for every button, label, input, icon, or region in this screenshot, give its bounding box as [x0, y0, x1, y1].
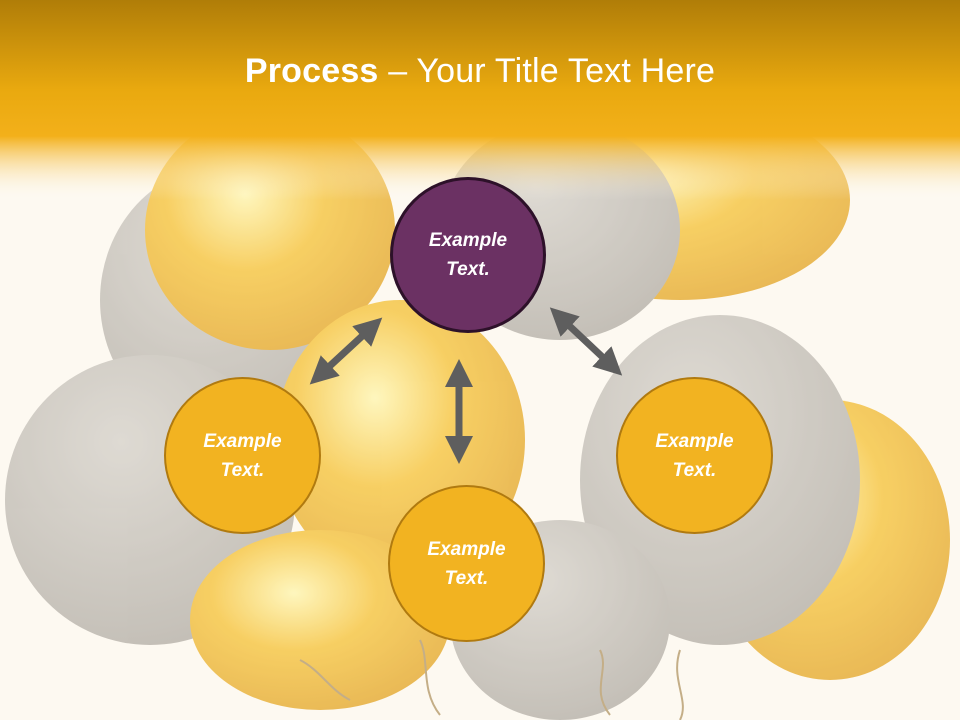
- arrow-top-right: [549, 307, 623, 376]
- title-bold: Process: [244, 52, 379, 90]
- title-rest: – Your Title Text Here: [378, 52, 716, 90]
- arrow-top-left: [309, 317, 383, 385]
- slide-title: Process – Your Title Text Here: [0, 52, 960, 91]
